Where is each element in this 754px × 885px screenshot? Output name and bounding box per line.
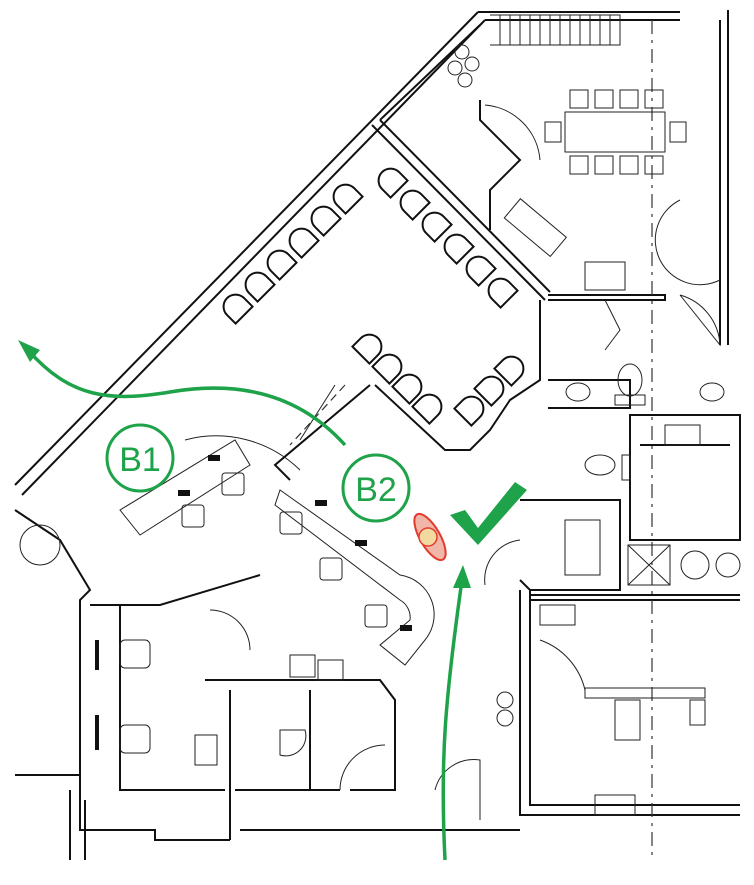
lounge-chair [399,189,431,221]
exit-route-left [26,348,347,447]
lounge-chair [332,183,364,215]
arrowhead-left [18,340,40,362]
workstations [119,435,435,666]
lounge-chair [473,375,505,407]
conference-room-walls [273,24,551,481]
arrowhead-up [453,565,471,588]
lounge-chair [244,271,276,303]
lounge-chair [288,227,320,259]
lounge-chair [391,373,423,405]
b1-marker: B1 [105,423,175,493]
check-icon [450,482,527,545]
b2-marker: B2 [341,453,411,523]
lounge-chair [487,277,519,309]
dining-table [447,14,687,175]
lounge-chair [465,255,497,287]
person-marker-icon [413,512,447,562]
right-rooms [484,10,741,860]
lounge-chair [377,167,409,199]
b2-label: B2 [355,471,397,509]
lounge-chair [222,293,254,325]
outer-walls [14,11,680,860]
lounge-chair [266,249,298,281]
lounge-chair [453,395,485,427]
lounge-chair [371,353,403,385]
entry-route [441,579,464,861]
lounge-chair [411,393,443,425]
lounge-chair [493,355,525,387]
lounge-chair [351,333,383,365]
lounge-chair [310,205,342,237]
b1-label: B1 [119,441,161,479]
lower-offices [19,524,520,840]
lounge-chair [443,233,475,265]
route-arrows [18,340,471,861]
lounge-chairs [222,167,525,427]
lounge-chair [421,211,453,243]
